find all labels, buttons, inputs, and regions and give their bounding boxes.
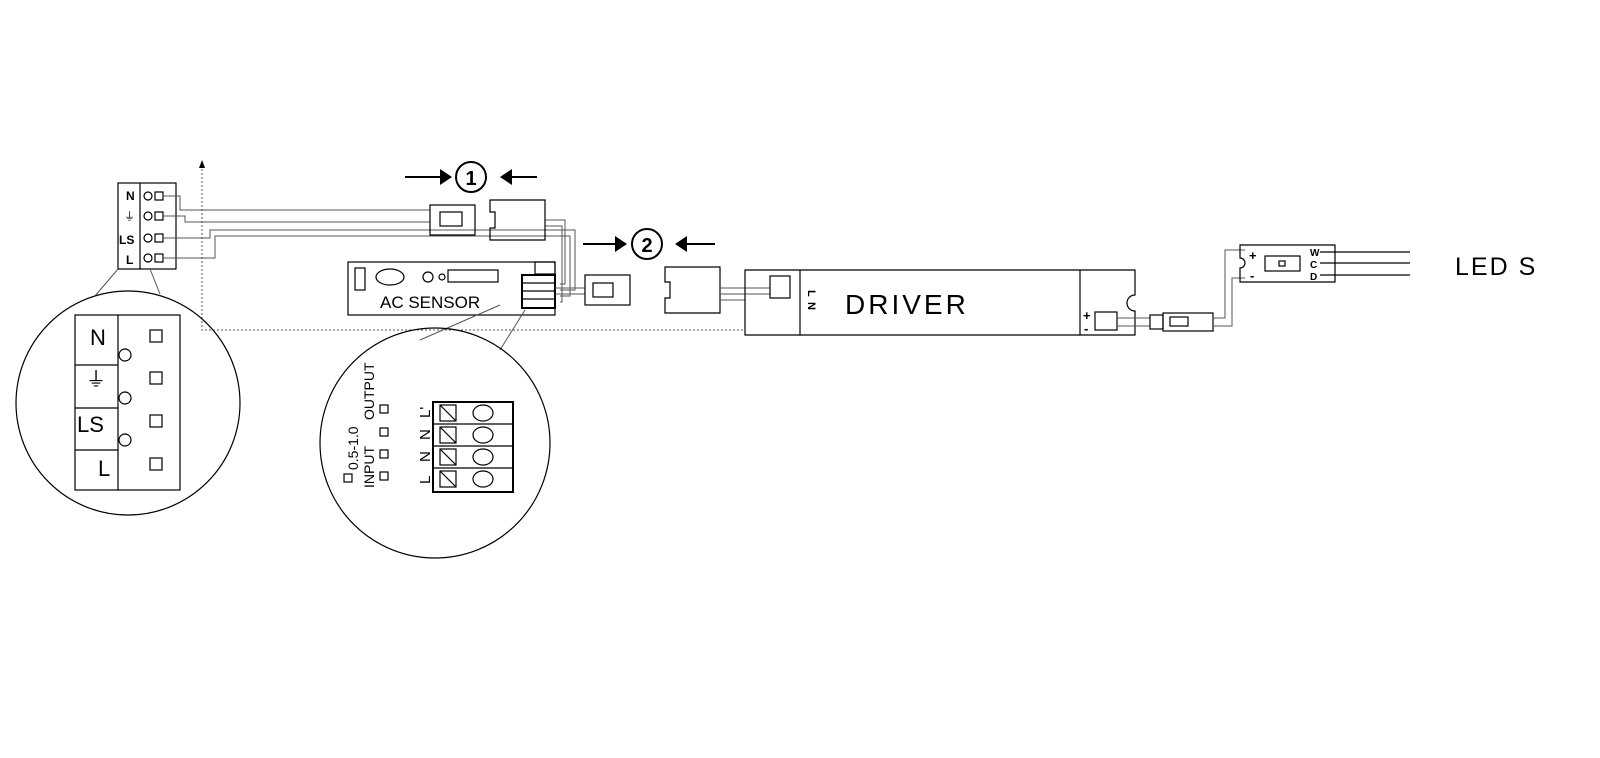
terminal-label-ls: LS — [119, 233, 134, 247]
detail-input-label: INPUT — [361, 446, 377, 488]
connector-1-female — [429, 204, 476, 236]
connector-2-female — [555, 274, 631, 306]
ac-sensor: AC SENSOR — [347, 261, 556, 351]
step-2-indicator: 2 — [583, 228, 715, 260]
dc-connector — [1117, 249, 1245, 332]
step-2-label: 2 — [641, 235, 652, 257]
sensor-title: AC SENSOR — [380, 293, 480, 312]
driver-input-l: L — [805, 290, 817, 297]
led-pin-d: D — [1310, 272, 1317, 283]
sensor-output-terminal — [521, 274, 556, 309]
mains-wires — [163, 195, 576, 303]
mains-terminal-detail: N ⏚ LS L — [15, 268, 241, 516]
led-board-plus: + — [1249, 248, 1257, 263]
driver-input-n: N — [805, 302, 817, 310]
driver-title: DRIVER — [845, 289, 969, 320]
detail-label-n: N — [90, 325, 106, 350]
driver-output-minus: - — [1084, 321, 1088, 336]
connector-2-male — [664, 266, 770, 314]
led-strip-label: LED S — [1455, 253, 1537, 281]
detail-terminal-l-out: L' — [417, 407, 434, 418]
step-1-indicator: 1 — [405, 161, 537, 193]
driver: L N DRIVER + - — [744, 269, 1136, 336]
led-pin-w: W — [1310, 248, 1320, 259]
detail-label-l: L — [98, 456, 110, 481]
detail-terminal-n2: N — [417, 429, 434, 440]
detail-output-label: OUTPUT — [361, 362, 377, 420]
sensor-terminal-detail: 0.5-1.0 INPUT OUTPUT L N N L' — [319, 327, 551, 559]
ground-line — [199, 160, 745, 331]
detail-terminal-l: L — [417, 476, 434, 484]
detail-dimming-label: 0.5-1.0 — [345, 426, 361, 470]
detail-label-ls: LS — [77, 412, 104, 437]
led-board-minus: - — [1250, 268, 1254, 283]
terminal-label-n: N — [126, 189, 135, 203]
connector-1-male — [489, 199, 546, 241]
led-pin-c: C — [1310, 260, 1317, 271]
driver-output-plus: + — [1083, 308, 1091, 323]
detail-label-earth: ⏚ — [86, 369, 106, 391]
terminal-label-l: L — [126, 253, 133, 267]
terminal-screws — [143, 191, 164, 263]
step-1-label: 1 — [465, 168, 476, 190]
terminal-label-earth: ⏚ — [124, 210, 135, 223]
detail-terminal-n1: N — [417, 451, 434, 462]
led-board: + - W C D — [1239, 244, 1410, 283]
